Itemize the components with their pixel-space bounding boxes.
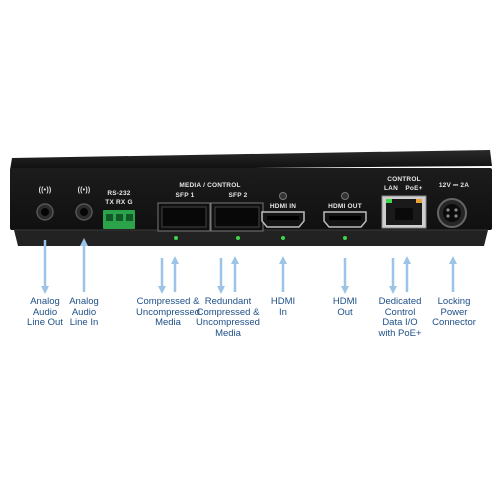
lan-led-amber (416, 199, 422, 203)
callout-compressed-media: Compressed & Uncompressed Media (136, 296, 200, 328)
callout-dedicated-control: Dedicated Control Data I/O with PoE+ (378, 296, 422, 339)
hdmi-in-led (281, 236, 285, 240)
callout-analog-out: Analog Audio Line Out (27, 296, 63, 328)
sfp2-label: SFP 2 (228, 192, 248, 199)
rs232-title: RS-232 (107, 190, 131, 197)
sfp1-led (174, 236, 178, 240)
lan-label: LAN (384, 185, 398, 192)
hdmi-out-button (341, 192, 349, 200)
control-label: CONTROL (387, 176, 421, 183)
callout-hdmi-in: HDMI In (270, 296, 296, 318)
hdmi-in-label: HDMI IN (269, 203, 297, 210)
callout-hdmi-out: HDMI Out (332, 296, 358, 318)
analog-in-symbol: ((•)) (77, 187, 91, 194)
analog-out-symbol: ((•)) (38, 187, 52, 194)
hdmi-in-button (279, 192, 287, 200)
hdmi-out-led (343, 236, 347, 240)
hdmi-out-label: HDMI OUT (328, 203, 362, 210)
callout-locking-power: Locking Power Connector (432, 296, 476, 328)
poe-label: PoE+ (405, 185, 423, 192)
callout-analog-in: Analog Audio Line In (69, 296, 99, 328)
media-control-label: MEDIA / CONTROL (179, 182, 241, 189)
sfp1-label: SFP 1 (175, 192, 195, 199)
callout-arrows (41, 238, 457, 294)
lan-led-green (386, 199, 392, 203)
callout-redundant-media: Redundant Compressed & Uncompressed Medi… (196, 296, 260, 339)
power-label: 12V ⎓ 2A (438, 182, 470, 189)
chassis-top (10, 150, 492, 170)
rs232-pins: TX RX G (105, 199, 133, 206)
sfp2-led (236, 236, 240, 240)
chassis-base (14, 230, 488, 246)
